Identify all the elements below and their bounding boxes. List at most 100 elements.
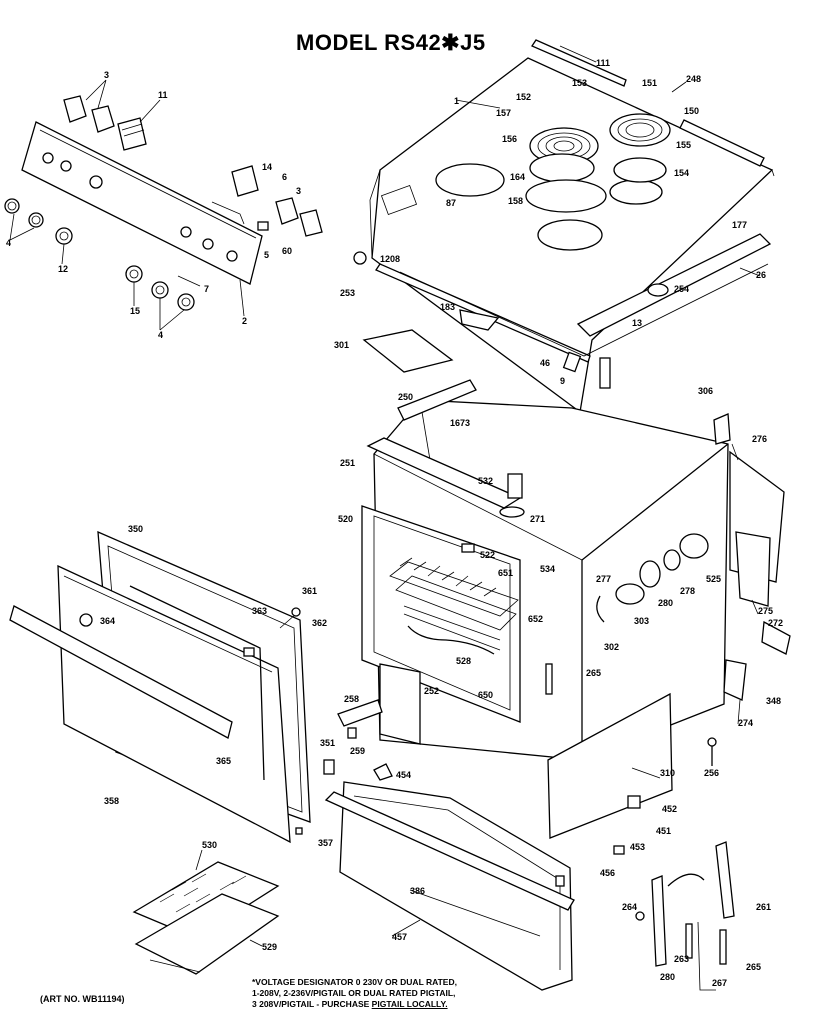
part-label: 158	[508, 196, 523, 206]
diagram-title: MODEL RS42✱J5	[296, 30, 486, 55]
part-label: 259	[350, 746, 365, 756]
part-label: 152	[516, 92, 531, 102]
part-label: 6	[282, 172, 287, 182]
art-number: (ART NO. WB11194)	[40, 994, 125, 1004]
part-label: 111	[596, 58, 610, 68]
note-line-3-prefix: 3 208V/PIGTAIL - PURCHASE	[252, 999, 372, 1009]
part-label: 13	[632, 318, 642, 328]
part-label: 520	[338, 514, 353, 524]
part-label: 351	[320, 738, 335, 748]
part-label: 264	[622, 902, 637, 912]
part-label: 275	[758, 606, 773, 616]
part-label: 302	[604, 642, 619, 652]
voltage-note: *VOLTAGE DESIGNATOR 0 230V OR DUAL RATED…	[252, 977, 457, 1010]
part-label: 348	[766, 696, 781, 706]
part-label: 350	[128, 524, 143, 534]
part-label: 263	[674, 954, 689, 964]
part-label: 451	[656, 826, 671, 836]
part-label: 154	[674, 168, 689, 178]
part-label: 9	[560, 376, 565, 386]
part-label: 251	[340, 458, 355, 468]
part-label: 258	[344, 694, 359, 704]
part-label: 46	[540, 358, 550, 368]
part-label: 87	[446, 198, 456, 208]
part-number-labels: 3 11 2 4 12 15 4 7 14 6 3 5 60 111 151 2…	[6, 58, 783, 988]
part-label: 256	[704, 768, 719, 778]
part-label: 363	[252, 606, 267, 616]
part-label: 157	[496, 108, 511, 118]
part-label: 1673	[450, 418, 470, 428]
part-label: 529	[262, 942, 277, 952]
part-label: 361	[302, 586, 317, 596]
part-label: 528	[456, 656, 471, 666]
drawer-group	[324, 692, 673, 991]
oven-door-group	[9, 530, 335, 975]
part-label: 265	[746, 962, 761, 972]
part-label: 454	[396, 770, 411, 780]
part-label: 60	[282, 246, 292, 256]
control-panel-group	[4, 95, 323, 311]
part-label: 365	[216, 756, 231, 766]
part-label: 5	[264, 250, 269, 260]
part-label: 252	[424, 686, 439, 696]
part-label: 3	[296, 186, 301, 196]
part-label: 386	[410, 886, 425, 896]
part-label: 358	[104, 796, 119, 806]
part-label: 4	[6, 238, 11, 248]
part-label: 650	[478, 690, 493, 700]
part-label: 2	[242, 316, 247, 326]
part-label: 276	[752, 434, 767, 444]
part-label: 15	[130, 306, 140, 316]
note-line-3-underlined: PIGTAIL LOCALLY.	[371, 999, 448, 1009]
part-label: 7	[204, 284, 209, 294]
leader-lines	[9, 45, 761, 947]
part-label: 280	[660, 972, 675, 982]
part-label: 156	[502, 134, 517, 144]
part-label: 532	[478, 476, 493, 486]
part-label: 530	[202, 840, 217, 850]
part-label: 14	[262, 162, 272, 172]
part-label: 456	[600, 868, 615, 878]
part-label: 303	[634, 616, 649, 626]
part-label: 11	[158, 90, 168, 100]
part-label: 271	[530, 514, 545, 524]
part-label: 278	[680, 586, 695, 596]
part-label: 364	[100, 616, 115, 626]
part-label: 265	[586, 668, 601, 678]
part-label: 301	[334, 340, 349, 350]
part-label: 651	[498, 568, 513, 578]
note-line-1: *VOLTAGE DESIGNATOR 0 230V OR DUAL RATED…	[252, 977, 457, 987]
part-label: 1208	[380, 254, 400, 264]
part-label: 164	[510, 172, 525, 182]
note-line-2: 1-208V, 2-236V/PIGTAIL OR DUAL RATED PIG…	[252, 988, 456, 998]
part-label: 183	[440, 302, 455, 312]
cooktop-group	[353, 39, 775, 414]
part-label: 457	[392, 932, 407, 942]
part-label: 253	[340, 288, 355, 298]
part-label: 306	[698, 386, 713, 396]
part-label: 310	[660, 768, 675, 778]
part-label: 261	[756, 902, 771, 912]
part-label: 280	[658, 598, 673, 608]
part-label: 3	[104, 70, 109, 80]
hinge-group	[635, 841, 735, 991]
part-label: 534	[540, 564, 555, 574]
part-label: 652	[528, 614, 543, 624]
part-label: 155	[676, 140, 691, 150]
oven-body-group	[337, 379, 791, 766]
part-label: 357	[318, 838, 333, 848]
part-label: 4	[158, 330, 163, 340]
part-label: 274	[738, 718, 753, 728]
part-label: 248	[686, 74, 701, 84]
part-label: 522	[480, 550, 495, 560]
part-label: 272	[768, 618, 783, 628]
part-label: 150	[684, 106, 699, 116]
part-label: 26	[756, 270, 766, 280]
part-label: 12	[58, 264, 68, 274]
part-label: 362	[312, 618, 327, 628]
part-label: 277	[596, 574, 611, 584]
part-label: 453	[630, 842, 645, 852]
part-label: 525	[706, 574, 721, 584]
part-label: 254	[674, 284, 689, 294]
